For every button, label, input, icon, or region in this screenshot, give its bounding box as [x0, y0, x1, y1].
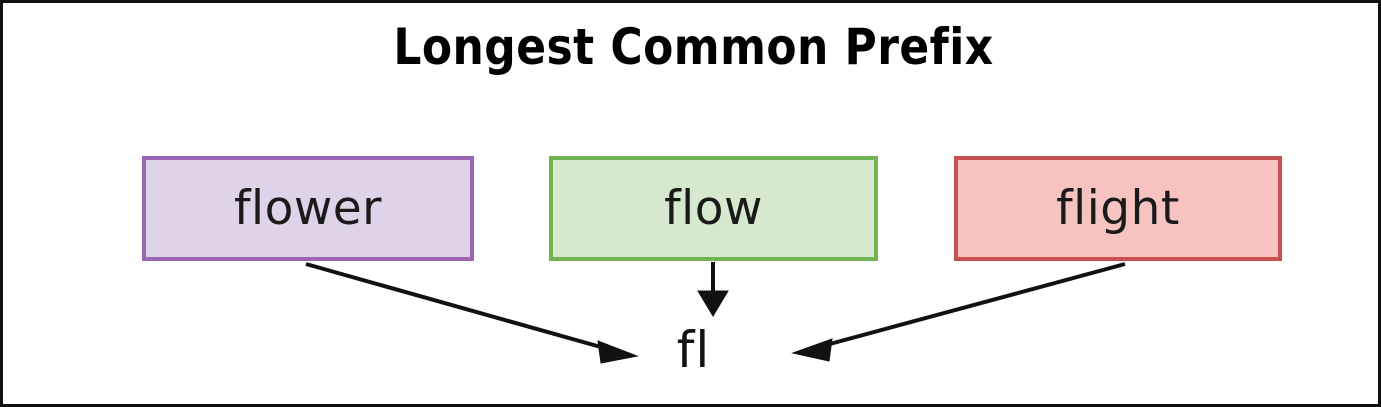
- word-label-flower: flower: [233, 181, 383, 236]
- word-box-flow[interactable]: flow: [549, 156, 878, 261]
- word-label-flow: flow: [664, 181, 763, 236]
- result-prefix-label: fl: [676, 321, 711, 379]
- word-box-flower[interactable]: flower: [142, 156, 474, 261]
- word-box-flight[interactable]: flight: [954, 156, 1282, 261]
- arrow-flow-to-result: [697, 262, 729, 317]
- page-title: Longest Common Prefix: [393, 18, 994, 76]
- word-label-flight: flight: [1056, 181, 1180, 236]
